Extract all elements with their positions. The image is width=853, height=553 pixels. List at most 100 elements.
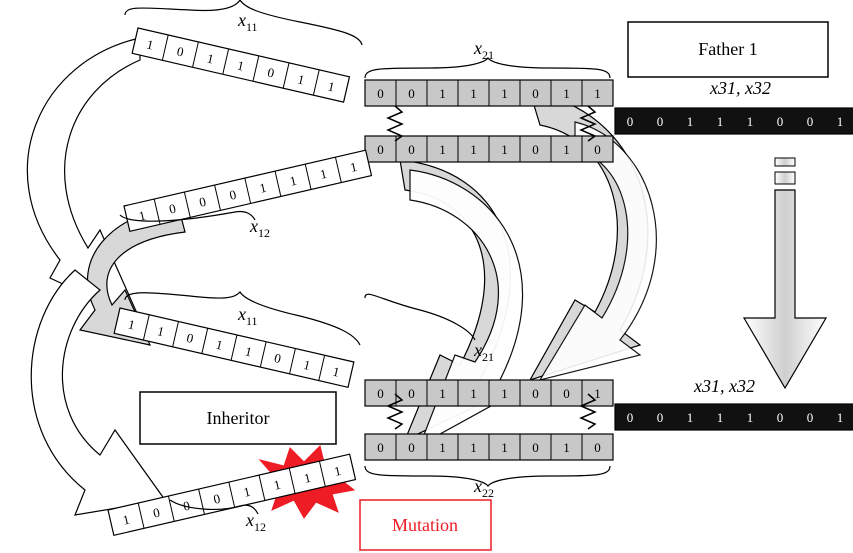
bit-cell: 1	[439, 142, 446, 157]
bit-cell: 0	[266, 64, 276, 80]
bit-cell: 1	[303, 470, 313, 486]
bit-cell: 1	[137, 208, 147, 224]
bit-cell: 0	[408, 386, 415, 401]
bit-cell: 0	[273, 350, 283, 366]
bit-cell: 1	[439, 386, 446, 401]
bit-cell: 1	[563, 142, 570, 157]
bit-cell: 0	[532, 86, 539, 101]
x21-top-label: x21	[473, 38, 494, 62]
bit-cell: 0	[807, 410, 814, 425]
bit-cell: 1	[687, 114, 694, 129]
bit-cell: 1	[470, 386, 477, 401]
bit-string-bot-x3132: 0 0 1 1 1 0 0 1	[614, 403, 853, 431]
bit-cell: 0	[594, 142, 601, 157]
bit-cell: 1	[319, 166, 329, 182]
bit-cell: 1	[296, 71, 306, 87]
bit-cell: 0	[408, 86, 415, 101]
bit-string-bot-x11: 1 1 0 1 1 0 1 1	[113, 307, 355, 389]
springs	[386, 105, 597, 430]
x22-bot-label: x22	[473, 476, 494, 500]
bit-cell: 1	[687, 410, 694, 425]
bit-cell: 0	[167, 201, 177, 217]
bit-cell: 1	[156, 323, 166, 339]
bit-cell: 0	[198, 194, 208, 210]
father-label: Father 1	[698, 39, 757, 59]
bit-cell: 0	[657, 410, 664, 425]
bit-cell: 0	[627, 410, 634, 425]
x21-bot-label: x21	[473, 340, 494, 364]
bit-cell: 1	[302, 357, 312, 373]
bit-cell: 1	[837, 114, 844, 129]
bit-cell: 1	[747, 114, 754, 129]
bit-cell: 0	[212, 491, 222, 507]
bit-cell: 1	[333, 463, 343, 479]
x11-top-label: x11	[237, 10, 258, 34]
bit-cell: 0	[377, 386, 384, 401]
bit-cell: 0	[657, 114, 664, 129]
down-arrow	[742, 157, 828, 390]
bit-cell: 0	[807, 114, 814, 129]
bit-cell: 1	[244, 343, 254, 359]
bit-cell: 0	[777, 410, 784, 425]
arrow-x21-to-x21	[409, 169, 524, 447]
bit-cell: 0	[182, 498, 192, 514]
bit-cell: 1	[439, 440, 446, 455]
bit-cell: 1	[236, 58, 246, 74]
bit-string-top-x3132: 0 0 1 1 1 0 0 1	[614, 107, 853, 135]
bit-cell: 1	[145, 37, 155, 53]
bit-cell: 0	[563, 386, 570, 401]
bit-string-bot-x21: 0 0 1 1 1 0 0 1	[364, 379, 614, 407]
bit-cell: 1	[501, 386, 508, 401]
x11-bot-label: x11	[237, 304, 258, 328]
bit-cell: 0	[377, 86, 384, 101]
bit-cell: 0	[408, 142, 415, 157]
bit-cell: 0	[377, 440, 384, 455]
bit-cell: 1	[127, 316, 137, 332]
arrow-x12-to-x11	[78, 204, 186, 346]
bit-cell: 0	[777, 114, 784, 129]
bit-cell: 1	[594, 86, 601, 101]
bit-cell: 0	[377, 142, 384, 157]
bit-cell: 0	[532, 440, 539, 455]
bit-cell: 1	[501, 86, 508, 101]
x3132-bot-label: x31, x32	[693, 376, 755, 396]
bit-string-top-x12: 1 0 0 0 1 1 1 1	[123, 149, 373, 233]
bit-cell: 0	[175, 44, 185, 60]
bit-cell: 1	[563, 440, 570, 455]
bit-cell: 0	[594, 440, 601, 455]
bit-cell: 1	[121, 512, 131, 528]
x12-top-label: x12	[249, 216, 270, 240]
bit-cell: 1	[349, 159, 359, 175]
labels: x11 x21 x12 x31, x32 x11 x21 x22 x12 x31…	[237, 10, 771, 534]
x12-bot-label: x12	[245, 510, 266, 534]
bit-cell: 0	[185, 330, 195, 346]
bit-cell: 1	[717, 114, 724, 129]
inheritor-label: Inheritor	[207, 408, 270, 428]
bit-cell: 1	[717, 410, 724, 425]
bit-cell: 1	[747, 410, 754, 425]
bit-cell: 1	[288, 173, 298, 189]
bit-cell: 1	[439, 86, 446, 101]
bit-cell: 0	[532, 386, 539, 401]
bit-cell: 1	[272, 477, 282, 493]
bit-cell: 0	[532, 142, 539, 157]
bit-cell: 0	[627, 114, 634, 129]
mutation-box: Mutation	[359, 499, 492, 551]
bit-cell: 1	[501, 440, 508, 455]
bit-cell: 0	[228, 187, 238, 203]
bit-cell: 1	[331, 364, 341, 380]
bit-cell: 0	[408, 440, 415, 455]
bit-cell: 1	[837, 410, 844, 425]
arrow-x11-to-x11	[26, 37, 142, 322]
bit-cell: 1	[470, 142, 477, 157]
bit-cell: 1	[258, 180, 268, 196]
bit-cell: 1	[594, 386, 601, 401]
bit-cell: 1	[470, 440, 477, 455]
bit-cell: 1	[206, 51, 216, 67]
bit-cell: 1	[214, 337, 224, 353]
